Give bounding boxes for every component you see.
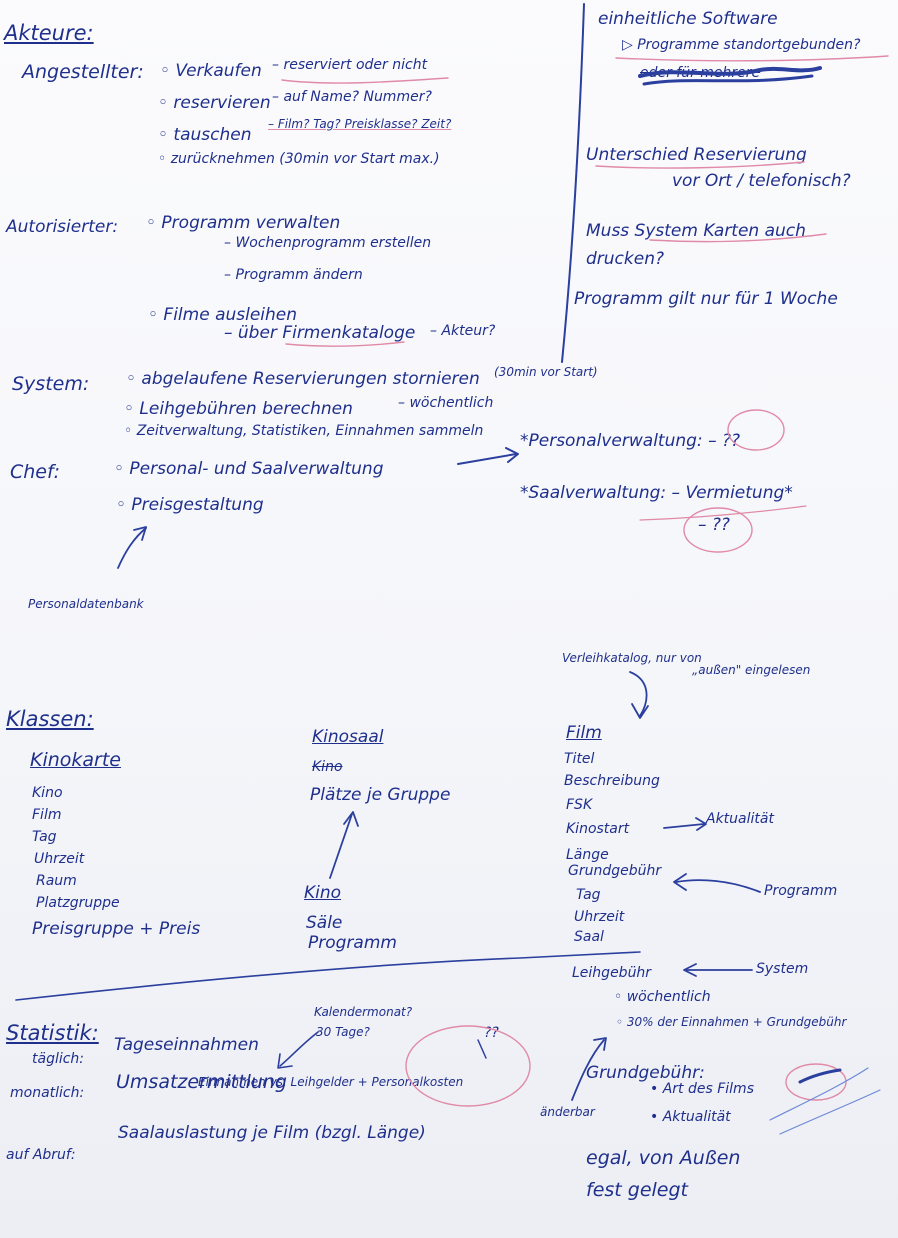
autorisierter-sub: – Programm ändern [224,267,363,283]
autorisierter-item: ◦ Programm verwalten [146,213,341,233]
kinokarte-field: Kino [32,785,63,801]
personalkosten-question: ?? [484,1025,499,1041]
verleihkatalog-note: „außen" eingelesen [692,663,811,677]
klassen-heading: Klassen: [6,707,94,731]
film-field: Länge [566,847,609,863]
statistik-sub: Einnahmen vs. Leihgelder + Personalkoste… [198,1075,464,1089]
kinokarte-field: Tag [32,829,57,845]
film-field: Grundgebühr [568,863,662,879]
angestellter-item: ◦ zurücknehmen (30min vor Start max.) [158,151,440,167]
statistik-heading: Statistik: [6,1021,99,1045]
programm-note: Programm [764,883,838,899]
kino-field: Programm [308,933,397,953]
grundgebuehr-item: • Art des Films [650,1081,754,1097]
sidebar-note: ▷ Programme standortgebunden? [622,37,861,53]
statistik-value: Tageseinnahmen [114,1035,259,1055]
kinokarte-field: Raum [36,873,77,889]
kino-title: Kino [304,883,342,903]
sidebar-note: Programm gilt nur für 1 Woche [574,289,838,309]
leihgebuehr-item: ◦ 30% der Einnahmen + Grundgebühr [616,1015,847,1029]
akteure-heading: Akteure: [4,21,94,45]
kalendermonat-note: Kalendermonat? [314,1005,413,1019]
kino-field: Säle [306,913,343,933]
sidebar-note: einheitliche Software [598,9,778,29]
verleihkatalog-note: Verleihkatalog, nur von [562,651,702,665]
statistik-label: auf Abruf: [6,1147,76,1163]
angestellter-note: – reserviert oder nicht [272,57,428,73]
kinosaal-title: Kinosaal [312,727,384,747]
chef-label: Chef: [10,461,61,483]
film-field: Uhrzeit [574,909,625,925]
egal-note: egal, von Außen [586,1147,741,1169]
kinosaal-crossed-field: Kino [312,759,343,775]
film-field: Tag [576,887,601,903]
kinokarte-field: Preisgruppe + Preis [32,919,201,939]
personaldatenbank-note: Personaldatenbank [28,597,144,611]
kinokarte-title: Kinokarte [30,749,122,771]
statistik-label: monatlich: [10,1085,85,1101]
angestellter-note: – Film? Tag? Preisklasse? Zeit? [268,117,452,131]
grundgebuehr-title: Grundgebühr: [586,1063,705,1083]
kinokarte-field: Platzgruppe [36,895,120,911]
system-item: ◦ Zeitverwaltung, Statistiken, Einnahmen… [124,423,484,439]
saalverwaltung-note: *Saalverwaltung: – Vermietung* [520,483,793,503]
angestellter-item: ◦ Verkaufen [160,61,262,81]
autorisierter-label: Autorisierter: [6,217,119,237]
system-note: – wöchentlich [398,395,494,411]
kinokarte-field: Film [32,807,62,823]
autorisierter-sub: – Wochenprogramm erstellen [224,235,432,251]
chef-item: ◦ Preisgestaltung [116,495,264,515]
aktualitaet-note: Aktualität [706,811,774,827]
leihgebuehr-item: ◦ wöchentlich [614,989,711,1005]
sidebar-crossed-note: oder für mehrere [640,65,761,81]
grundgebuehr-item: • Aktualität [650,1109,731,1125]
system-item: ◦ Leihgebühren berechnen [124,399,353,419]
personalverwaltung-note: *Personalverwaltung: – ?? [520,431,741,451]
aenderbar-note: änderbar [540,1105,595,1119]
sidebar-note: Unterschied Reservierung [586,145,807,165]
kinokarte-field: Uhrzeit [34,851,85,867]
sidebar-note: drucken? [586,249,665,269]
film-field: Kinostart [566,821,630,837]
film-field: Beschreibung [564,773,660,789]
system-label: System: [12,373,90,395]
statistik-value: Saalauslastung je Film (bzgl. Länge) [118,1123,426,1143]
autorisierter-item: ◦ Filme ausleihen [148,305,298,325]
akteur-question: – Akteur? [430,323,496,339]
sidebar-note: vor Ort / telefonisch? [672,171,851,191]
sidebar-note: Muss System Karten auch [586,221,806,241]
angestellter-item: ◦ reservieren [158,93,271,113]
angestellter-label: Angestellter: [22,61,144,83]
saalverwaltung-question: – ?? [698,515,730,535]
chef-item: ◦ Personal- und Saalverwaltung [114,459,384,479]
system-item: ◦ abgelaufene Reservierungen stornieren [126,369,480,389]
film-field: Saal [574,929,604,945]
autorisierter-sub: – über Firmenkataloge [224,323,416,343]
angestellter-note: – auf Name? Nummer? [272,89,432,105]
leihgebuehr-system-note: System [756,961,809,977]
egal-note: fest gelegt [586,1179,688,1201]
statistik-value: Umsatzermittlung [116,1071,287,1093]
kalendermonat-note: 30 Tage? [316,1025,370,1039]
system-note: (30min vor Start) [494,365,598,379]
kinosaal-field: Plätze je Gruppe [310,785,451,805]
film-field: Titel [564,751,595,767]
statistik-label: täglich: [32,1051,85,1067]
leihgebuehr-title: Leihgebühr [572,965,652,981]
film-title: Film [566,723,602,743]
angestellter-item: ◦ tauschen [158,125,252,145]
film-field: FSK [566,797,593,813]
